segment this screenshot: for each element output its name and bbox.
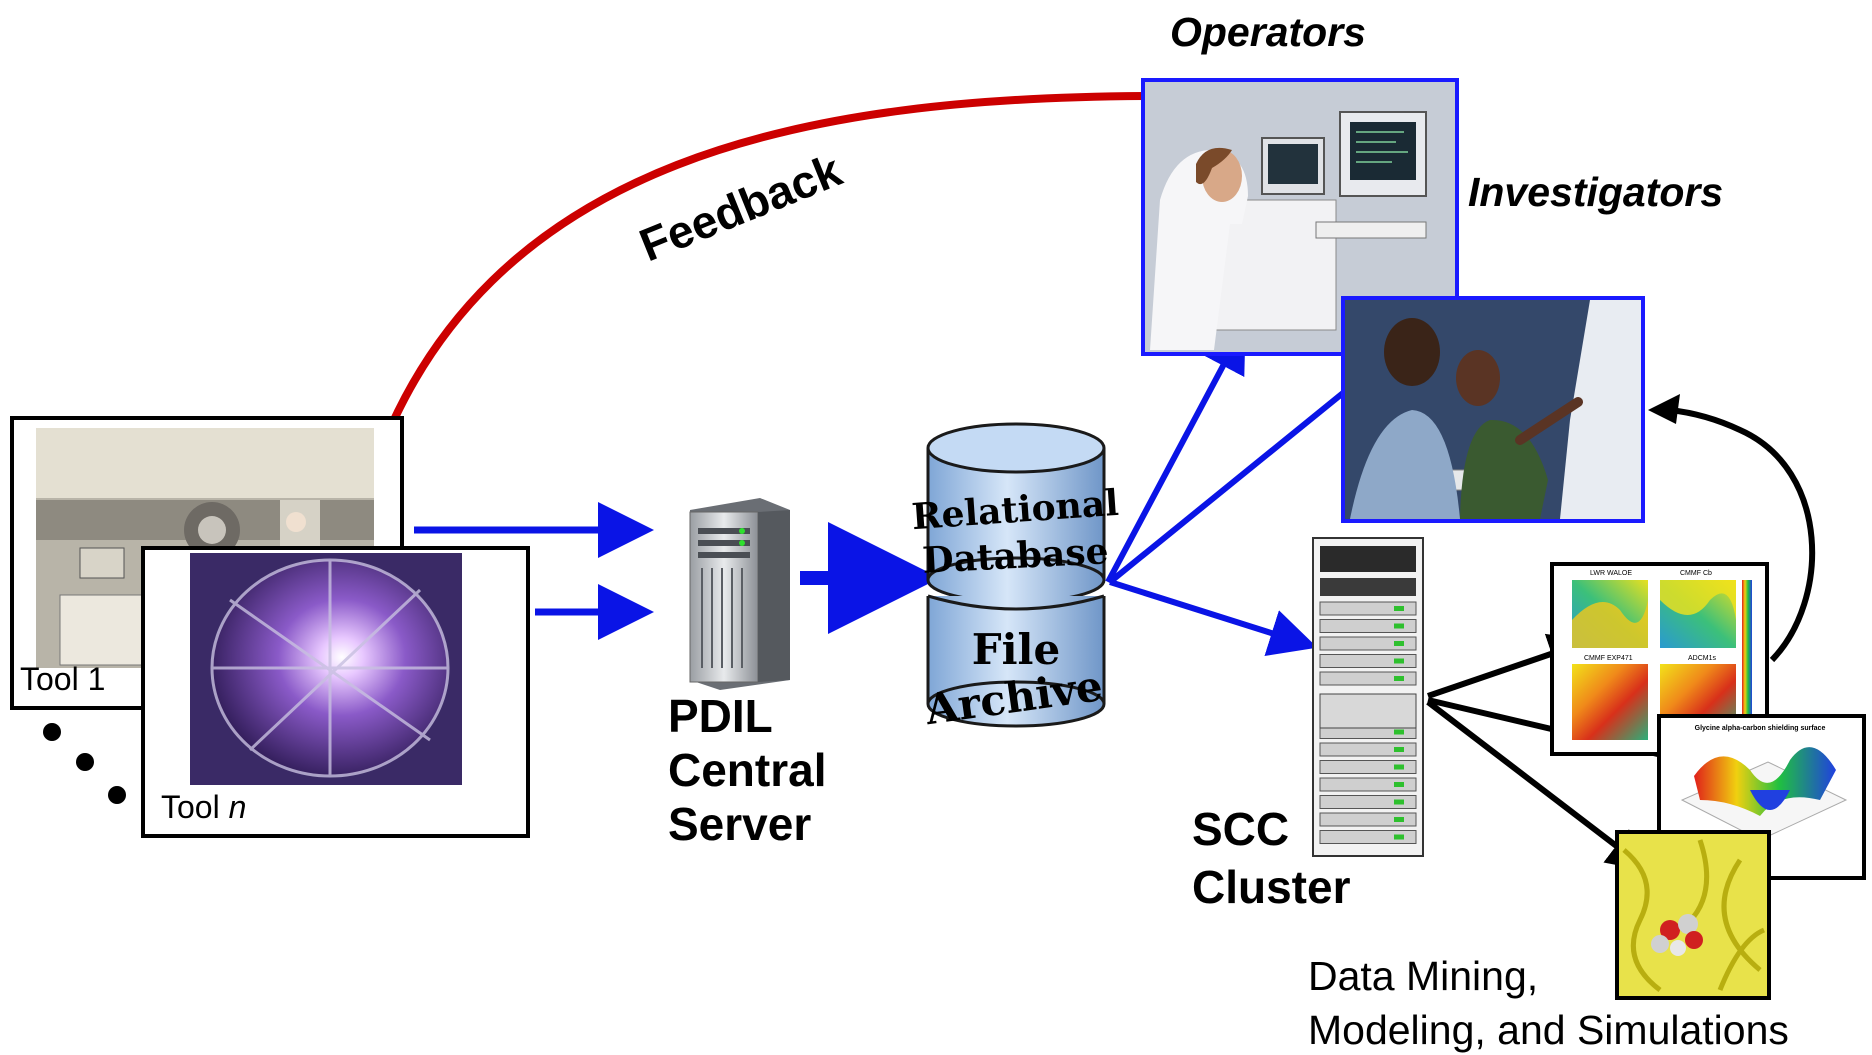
investigators-photo (1341, 296, 1645, 523)
rack-unit (1319, 742, 1417, 757)
data-mining-label: Data Mining, Modeling, and Simulations (1308, 953, 1789, 1053)
tool-n-card: Tool n (141, 546, 530, 838)
rack-unit (1319, 777, 1417, 792)
operators-label: Operators (1170, 9, 1366, 55)
feedback-label: Feedback (632, 143, 849, 271)
svg-text:Server: Server (668, 798, 811, 850)
svg-text:LWR WALOE: LWR WALOE (1590, 570, 1632, 577)
rack-unit-led (1394, 782, 1404, 787)
molecule-thumbnail (1615, 830, 1771, 1000)
scc-cluster-rack-icon (1312, 537, 1424, 857)
more-tools-dots (43, 723, 126, 804)
tool-n-photo (190, 553, 462, 785)
rack-unit (1319, 636, 1417, 651)
svg-text:Modeling, and Simulations: Modeling, and Simulations (1308, 1007, 1789, 1053)
database-to-operators-arrow (1105, 323, 1246, 584)
rack-unit-led (1394, 729, 1404, 735)
svg-text:Database: Database (921, 530, 1109, 582)
svg-text:Cluster: Cluster (1192, 861, 1351, 913)
cluster-rack-units (1319, 601, 1417, 844)
results-to-investigators-arrow (1648, 394, 1816, 663)
rack-unit (1319, 619, 1417, 633)
tool-n-label: Tool n (161, 789, 246, 825)
svg-text:Central: Central (668, 744, 826, 796)
database-to-cluster-arrow (1109, 579, 1318, 657)
svg-text:CMMF EXP471: CMMF EXP471 (1584, 655, 1633, 662)
svg-text:ADCM1s: ADCM1s (1688, 655, 1717, 662)
rack-unit-led (1394, 641, 1404, 646)
investigators-label: Investigators (1468, 169, 1723, 215)
surface-plot-thumbnail: Glycine alpha-carbon shielding surface (1657, 714, 1866, 880)
file-archive-cylinder: File Archive (921, 594, 1106, 734)
rack-unit-led (1394, 623, 1404, 629)
rack-unit (1319, 760, 1417, 774)
tool-1-label: Tool 1 (20, 661, 105, 697)
svg-text:Glycine alpha-carbon shielding: Glycine alpha-carbon shielding surface (1695, 725, 1826, 732)
svg-text:SCC: SCC (1192, 803, 1289, 855)
rack-unit-led (1394, 764, 1404, 770)
relational-database-cylinder: Relational Database (910, 422, 1120, 604)
rack-unit (1319, 654, 1417, 668)
rack-unit (1319, 601, 1417, 616)
server-icon (689, 498, 790, 690)
rack-unit-led (1394, 676, 1404, 681)
rack-unit-led (1394, 658, 1404, 664)
rack-unit-led (1394, 606, 1404, 611)
rack-unit (1319, 671, 1417, 686)
operators-photo (1141, 78, 1459, 356)
svg-text:PDIL: PDIL (668, 690, 773, 742)
rack-unit-led (1394, 747, 1404, 752)
svg-text:CMMF Cb: CMMF Cb (1680, 570, 1712, 577)
rack-unit (1319, 812, 1417, 827)
svg-text:Data Mining,: Data Mining, (1308, 953, 1538, 999)
rack-unit-led (1394, 799, 1404, 805)
svg-text:File: File (972, 625, 1060, 674)
rack-unit (1319, 830, 1417, 844)
rack-unit-led (1394, 817, 1404, 822)
cluster-to-molecule-arrow (1426, 699, 1650, 872)
rack-unit-led (1394, 834, 1404, 840)
rack-unit (1319, 795, 1417, 809)
cluster-label: SCC Cluster (1192, 803, 1351, 913)
server-label: PDIL Central Server (668, 690, 826, 850)
